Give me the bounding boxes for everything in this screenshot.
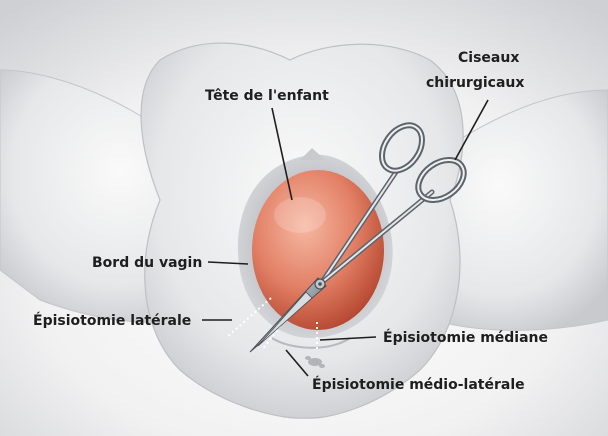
leader-lines xyxy=(202,99,489,377)
scissors-icon xyxy=(249,122,467,353)
leader-median xyxy=(319,336,377,341)
clitoral-hood xyxy=(300,148,325,160)
leader-scissors xyxy=(454,99,489,161)
lateral-incision-line xyxy=(225,297,272,339)
label-lateral: Épisiotomie latérale xyxy=(33,312,191,329)
anus-mark xyxy=(305,356,325,368)
leader-head xyxy=(271,107,293,201)
head-highlight xyxy=(274,197,326,233)
perineum xyxy=(271,337,351,349)
label-vaginal-edge: Bord du vagin xyxy=(92,255,202,271)
label-scissors-line1: Ciseaux xyxy=(458,50,519,66)
label-head: Tête de l'enfant xyxy=(205,88,329,104)
label-median: Épisiotomie médiane xyxy=(383,329,548,346)
baby-head-icon xyxy=(252,170,384,330)
leader-vaginal-edge xyxy=(207,261,249,265)
label-scissors-line2: chirurgicaux xyxy=(426,75,524,91)
leader-mediolateral xyxy=(285,349,309,377)
label-mediolateral: Épisiotomie médio-latérale xyxy=(312,376,525,393)
